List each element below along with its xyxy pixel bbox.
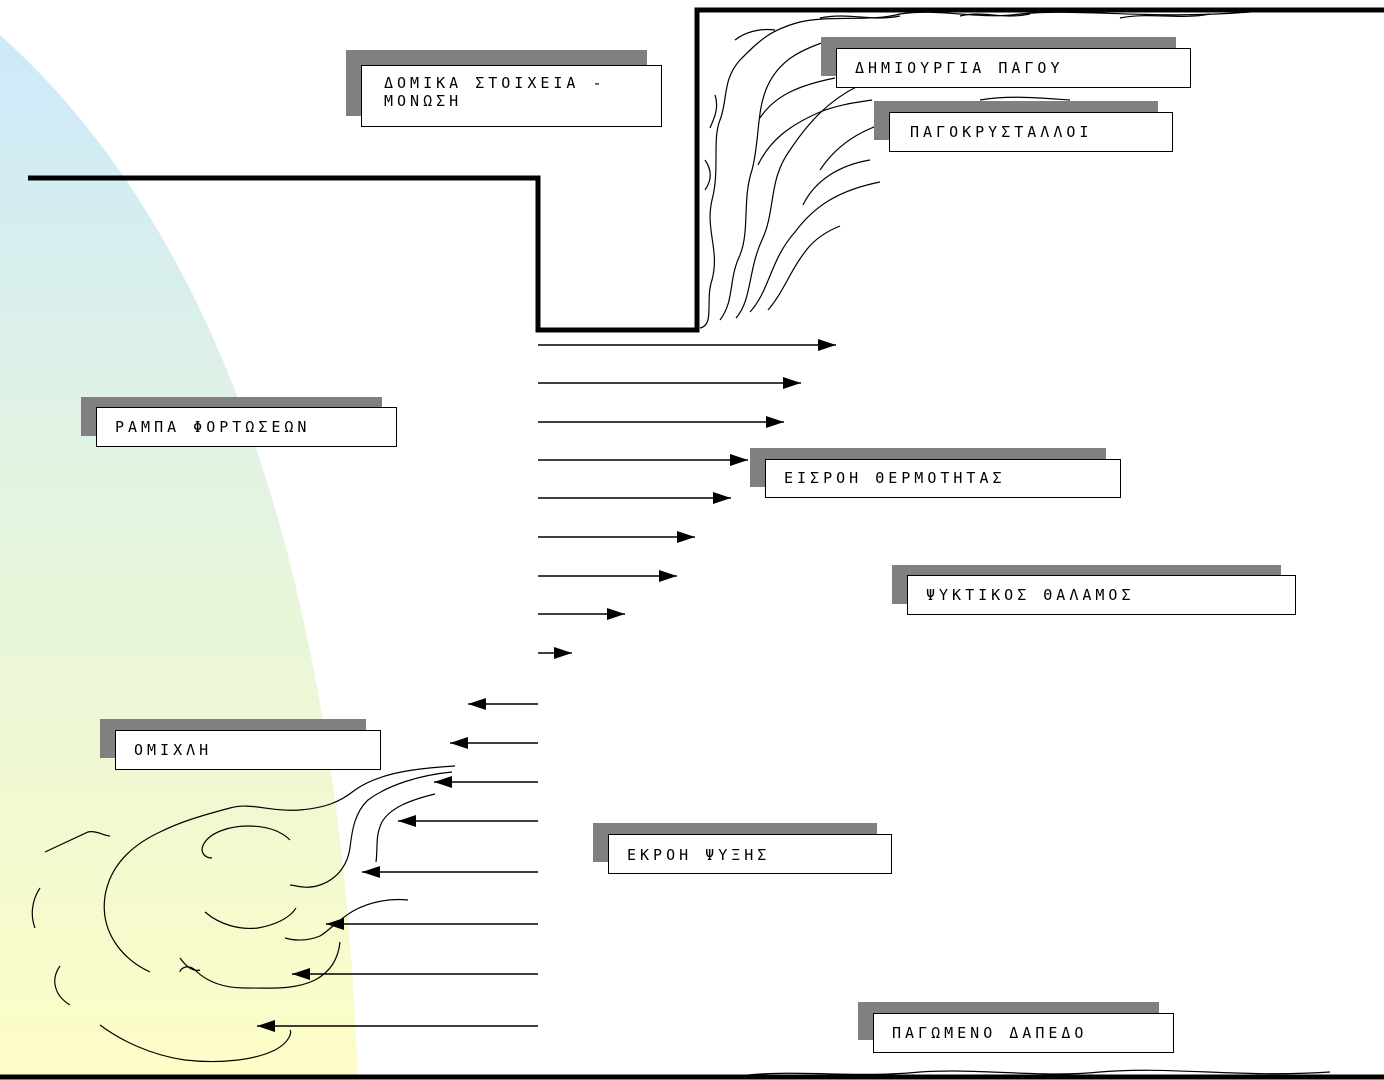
label-text: ΕΚΡΟΗ ΨΥΞΗΣ [608, 834, 892, 874]
cold-outflow-arrows [257, 698, 538, 1032]
label-text: ΠΑΓΩΜΕΝΟ ΔΑΠΕΔΟ [873, 1013, 1174, 1053]
label-text: ΔΟΜΙΚΑ ΣΤΟΙΧΕΙΑ - ΜΟΝΩΣΗ [361, 65, 662, 127]
label-text: ΠΑΓΟΚΡΥΣΤΑΛΛΟΙ [889, 112, 1173, 152]
label-text: ΕΙΣΡΟΗ ΘΕΡΜΟΤΗΤΑΣ [765, 459, 1121, 498]
label-text: ΔΗΜΙΟΥΡΓΙΑ ΠΑΓΟΥ [836, 48, 1191, 88]
label-text: ΡΑΜΠΑ ΦΟΡΤΩΣΕΩΝ [96, 407, 397, 447]
ice-squiggles [699, 11, 1251, 329]
label-text: ΟΜΙΧΛΗ [115, 730, 381, 770]
fog-squiggles [31, 765, 456, 1063]
frozen-floor-squiggle [747, 1069, 1331, 1076]
label-text: ΨΥΚΤΙΚΟΣ ΘΑΛΑΜΟΣ [907, 575, 1296, 615]
wall-profile [28, 7, 1384, 333]
heat-inflow-arrows [538, 339, 836, 659]
